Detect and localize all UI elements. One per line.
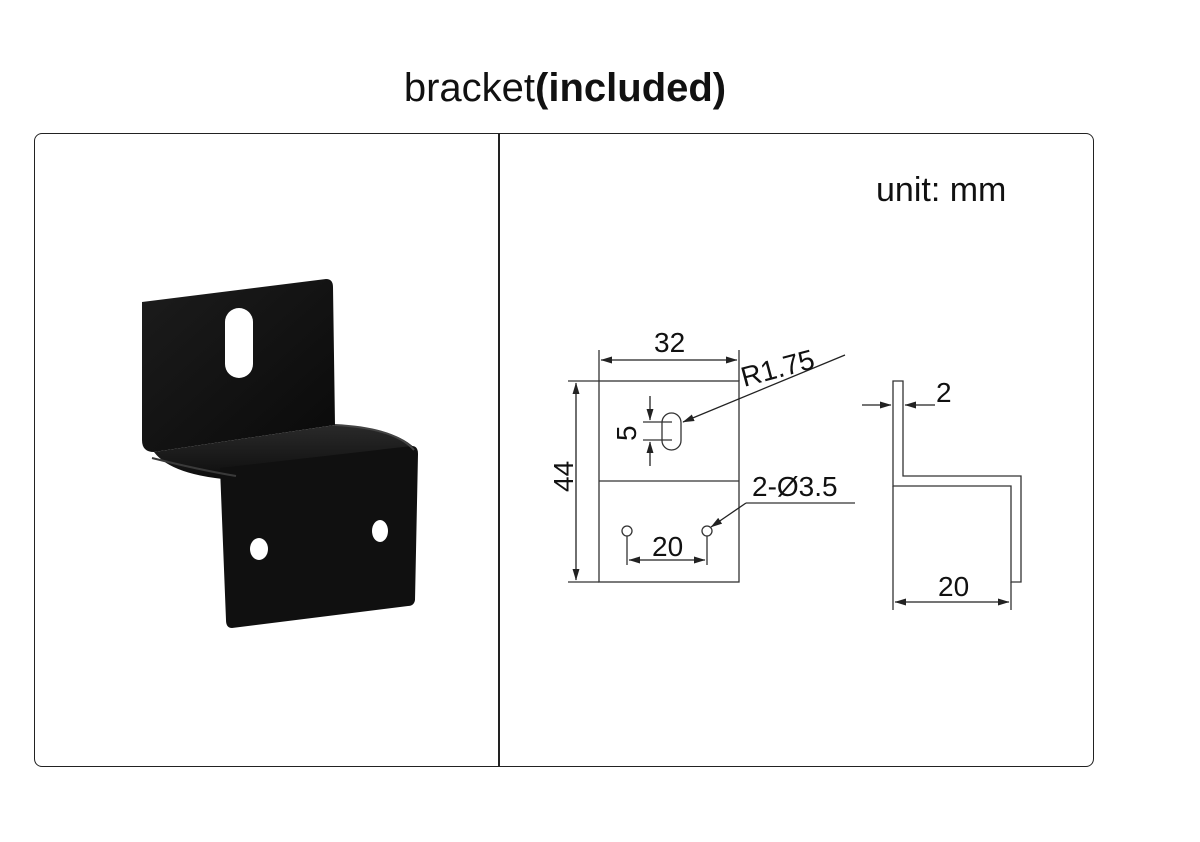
- dim-radius-text: R1.75: [738, 344, 818, 393]
- front-view-hole-left: [621, 525, 633, 537]
- dim-depth-text: 20: [938, 571, 969, 602]
- slot-hole: [225, 308, 253, 378]
- front-view-hole-right: [701, 525, 713, 537]
- dim-height-text: 44: [548, 461, 579, 492]
- unit-label: unit: mm: [876, 171, 1007, 209]
- bracket-photo: [142, 279, 418, 628]
- holes-leader: [710, 502, 747, 528]
- dim-thickness-text: 2: [936, 377, 952, 408]
- front-view-slot: [661, 412, 682, 451]
- dim-width-text: 32: [654, 327, 685, 358]
- dim-slot-length-text: 5: [611, 425, 642, 441]
- title-bold: (included): [535, 66, 727, 110]
- radius-leader: [682, 354, 846, 423]
- frame-divider: [498, 133, 500, 767]
- dim-hole-spacing-text: 20: [652, 531, 683, 562]
- side-view-profile: [892, 380, 1022, 583]
- content-frame: [34, 133, 1094, 767]
- dim-holes-text: 2-Ø3.5: [752, 471, 838, 502]
- page-title: bracket(included): [0, 62, 1130, 114]
- bracket-shape: [142, 279, 418, 628]
- mounting-hole-left: [250, 538, 268, 560]
- title-normal: bracket: [403, 66, 536, 110]
- technical-drawing: 32 44 5 R1.75 2-Ø3.5 20 2 20: [548, 327, 1022, 610]
- mounting-hole-right: [372, 520, 388, 542]
